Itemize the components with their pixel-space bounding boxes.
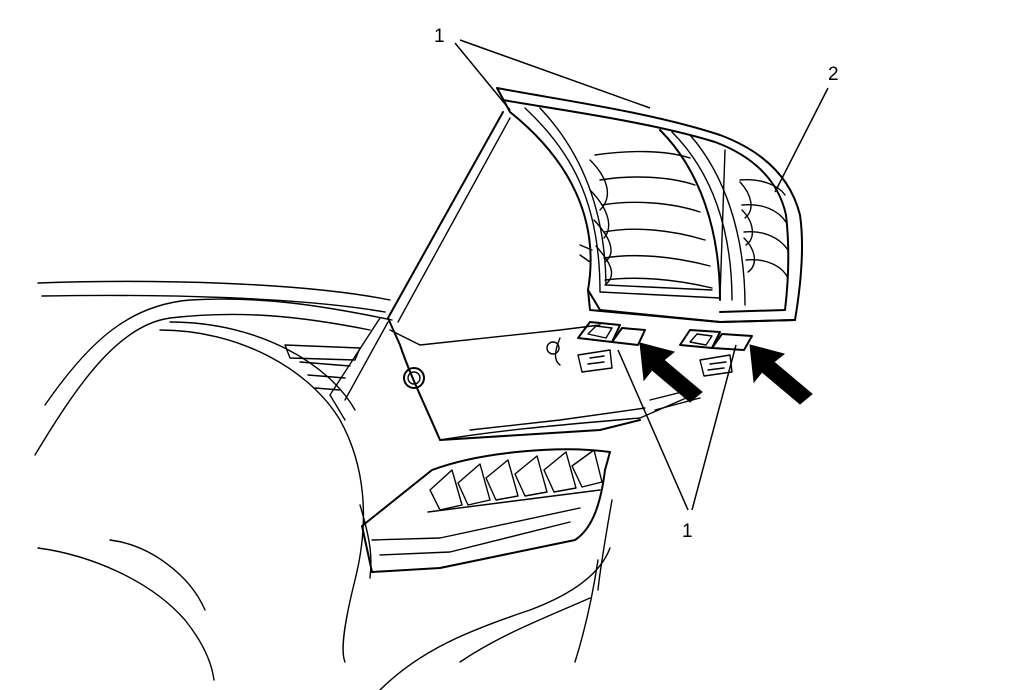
dash-opening	[284, 317, 389, 421]
lower-vent-grille	[361, 448, 611, 573]
air-vent-assembly	[387, 87, 804, 441]
instrument-panel	[34, 280, 613, 690]
push-arrow-right	[749, 344, 813, 405]
callout-label-top: 1	[434, 26, 445, 47]
callout-label-right: 2	[828, 64, 839, 85]
push-arrow-left	[639, 342, 703, 403]
callout-leaders	[454, 39, 829, 511]
callout-label-bottom: 1	[682, 521, 693, 542]
